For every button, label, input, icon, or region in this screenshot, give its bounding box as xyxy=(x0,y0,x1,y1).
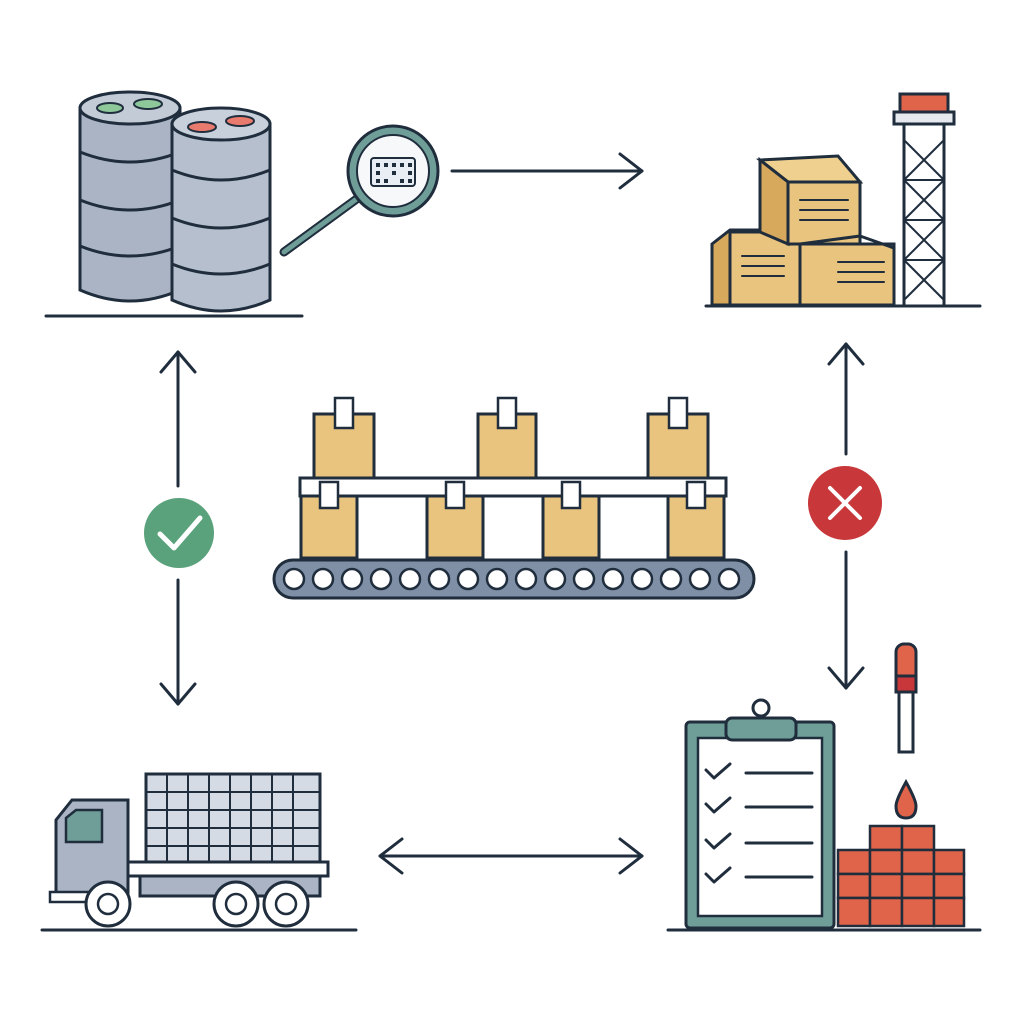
conveyor-box-row-bottom xyxy=(299,480,726,560)
truck-wheels xyxy=(84,880,310,928)
tower-icon xyxy=(892,92,956,308)
arrow-data-to-truck xyxy=(159,350,197,706)
warehouse-boxes-icon xyxy=(704,92,982,308)
truck-icon xyxy=(40,772,358,932)
rejected-x-icon xyxy=(808,466,882,540)
approved-check-icon xyxy=(144,498,214,568)
barrel-front xyxy=(170,106,272,313)
database-barrels-icon xyxy=(44,90,304,318)
arrow-truck-to-quality xyxy=(378,837,644,875)
arrow-warehouse-to-quality xyxy=(827,342,865,690)
clipboard-checklist-icon xyxy=(666,698,982,932)
conveyor-rollers xyxy=(282,567,741,591)
conveyor-belt-icon xyxy=(272,396,756,600)
barrel-back xyxy=(78,90,182,303)
checklist-items xyxy=(704,762,814,884)
magnifier-icon xyxy=(279,124,440,257)
arrow-data-to-warehouse xyxy=(450,152,644,190)
conveyor-box-row-top xyxy=(312,396,710,480)
dropper-icon xyxy=(894,642,918,820)
brick-stack-icon xyxy=(836,824,966,928)
